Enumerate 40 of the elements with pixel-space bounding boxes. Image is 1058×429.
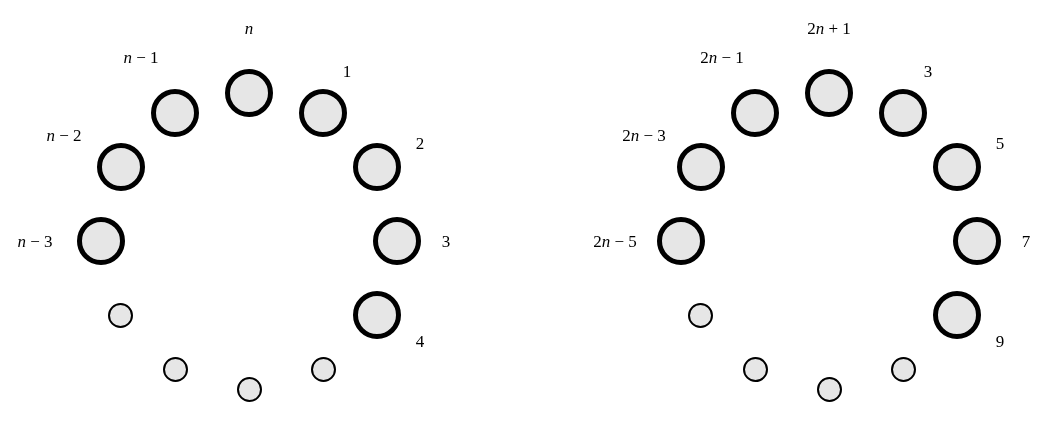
circle-label: n − 3 <box>17 232 53 250</box>
circle-label: 1 <box>342 62 352 80</box>
circle <box>676 143 725 191</box>
circle <box>805 69 853 117</box>
circle-label: n <box>244 19 254 37</box>
circle <box>77 217 125 265</box>
circle <box>657 217 705 265</box>
circle-label: 3 <box>441 232 451 250</box>
circle-label: 2n − 5 <box>593 232 637 250</box>
circle <box>731 88 779 137</box>
circle <box>953 217 1001 265</box>
circle <box>96 143 145 191</box>
circle-label: 3 <box>923 62 933 80</box>
circle <box>742 356 768 382</box>
circle-label: 2n + 1 <box>807 19 851 37</box>
circle <box>225 69 273 117</box>
circle-label: 7 <box>1021 232 1031 250</box>
circle <box>353 143 402 191</box>
circle <box>816 376 842 402</box>
circle <box>373 217 421 265</box>
circle-label: n − 1 <box>123 48 159 66</box>
circle-label: 2n − 1 <box>700 48 744 66</box>
circle <box>310 356 336 382</box>
circle <box>162 356 188 382</box>
circle <box>151 88 199 137</box>
circle <box>108 302 134 328</box>
circle <box>933 143 982 191</box>
circle <box>688 302 714 328</box>
circle-label: 5 <box>995 134 1005 152</box>
circle <box>933 291 982 339</box>
circle <box>353 291 402 339</box>
circle <box>299 88 347 137</box>
circle <box>879 88 927 137</box>
circle <box>236 376 262 402</box>
circle-label: 9 <box>995 332 1005 350</box>
circle-label: 2 <box>415 134 425 152</box>
circle <box>890 356 916 382</box>
circle-label: n − 2 <box>46 126 82 144</box>
circle-label: 4 <box>415 332 425 350</box>
circle-label: 2n − 3 <box>622 126 666 144</box>
